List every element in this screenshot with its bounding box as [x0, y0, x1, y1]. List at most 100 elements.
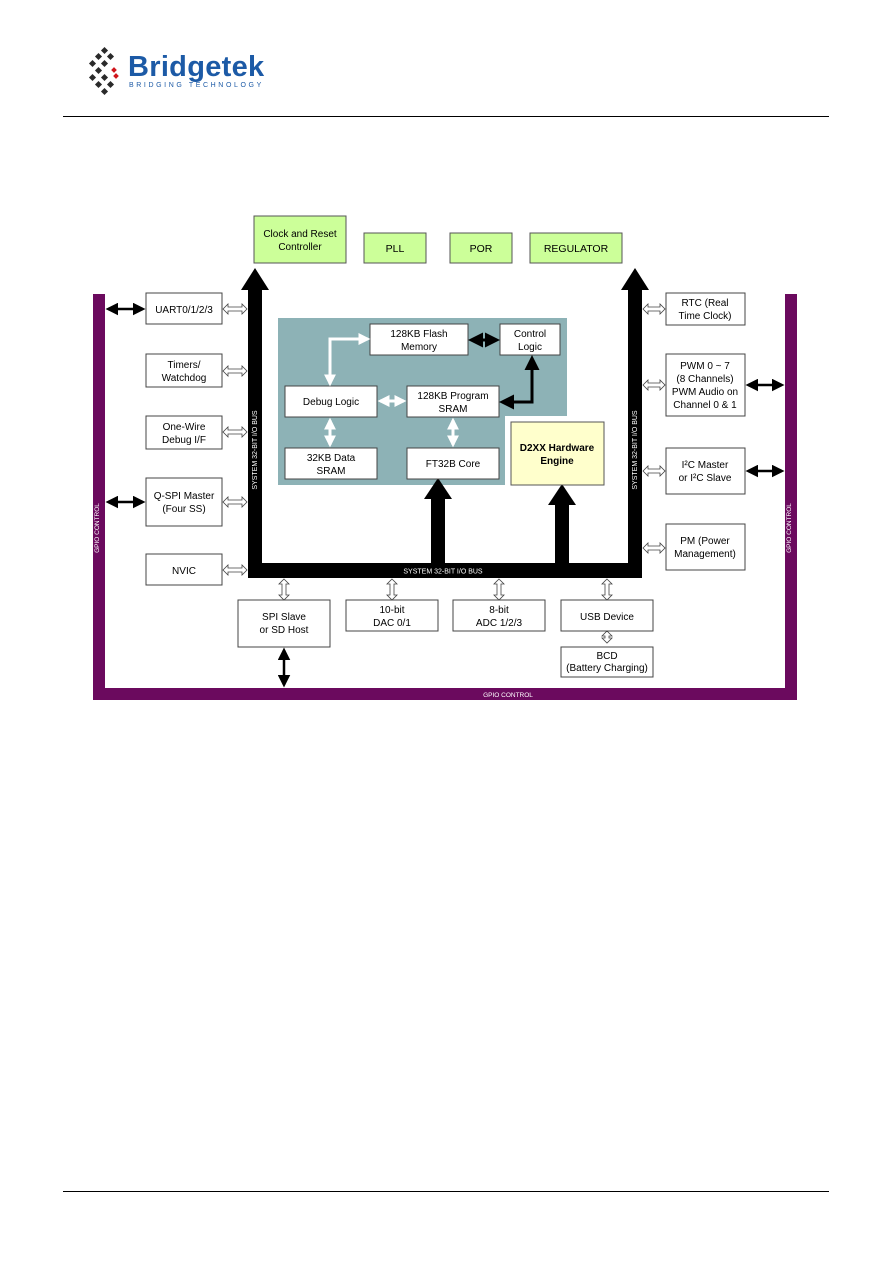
nvic-block [145, 553, 223, 586]
gpio-bottom-bar [93, 688, 797, 700]
flash-label-1: 128KB Flash [390, 329, 447, 340]
gpio-right-bar [785, 294, 797, 700]
d2xx-label-2: Engine [540, 456, 574, 467]
rtc-block [665, 292, 746, 326]
bus-core-link [431, 497, 445, 565]
timers-bus-arrow [222, 365, 248, 377]
right-bus-links [642, 303, 666, 554]
rtc-label-2: Time Clock) [679, 311, 732, 322]
timers-label-1: Timers/ [168, 360, 201, 371]
onewire-bus-arrow [222, 426, 248, 438]
bus-horizontal-label: SYSTEM 32-BIT I/O BUS [403, 569, 483, 576]
bus-core-arrowhead [424, 478, 452, 499]
header-rule [63, 116, 829, 117]
usb-bus-arrow [601, 578, 613, 601]
adc-label-2: ADC 1/2/3 [476, 618, 523, 629]
spi-label-2: or SD Host [260, 625, 309, 636]
program-control-arrow [499, 355, 540, 410]
timers-block [145, 353, 223, 388]
rtc-label-1: RTC (Real [681, 298, 728, 309]
pwm-label-4: Channel 0 & 1 [673, 400, 737, 411]
footer-rule [63, 1191, 829, 1192]
logo-mark-icon [88, 46, 119, 96]
bus-right-vertical [628, 288, 642, 578]
logo-tagline: BRIDGING TECHNOLOGY [129, 82, 264, 89]
dac-label-1: 10-bit [379, 605, 404, 616]
gpio-right-label: GPIO CONTROL [786, 503, 793, 553]
bus-left-label: SYSTEM 32-BIT I/O BUS [252, 410, 259, 490]
bottom-bus-links [278, 578, 613, 644]
data-sram-block [284, 447, 378, 480]
flash-block [369, 323, 469, 356]
clock-reset-label-1: Clock and Reset [263, 229, 337, 240]
data-sram-label-2: SRAM [317, 466, 346, 477]
bus-right-arrowhead [621, 268, 649, 290]
bus-d2xx-arrowhead [548, 484, 576, 505]
adc-bus-arrow [493, 578, 505, 601]
pwm-bus-arrow [642, 379, 666, 391]
pm-block [665, 523, 746, 571]
ft32b-core-label: FT32B Core [426, 459, 481, 470]
flash-label-2: Memory [401, 342, 437, 353]
d2xx-label-1: D2XX Hardware [520, 443, 595, 454]
pwm-block [665, 353, 746, 417]
core-connections [324, 332, 540, 448]
control-label-1: Control [514, 329, 546, 340]
qspi-block [145, 477, 223, 527]
qspi-label-1: Q-SPI Master [154, 491, 215, 502]
uart-block [145, 292, 223, 325]
rtc-bus-arrow [642, 303, 666, 315]
uart-bus-arrow [222, 303, 248, 315]
qspi-label-2: (Four SS) [162, 504, 205, 515]
i2c-label-2: or I²C Slave [679, 473, 732, 484]
data-sram-label-1: 32KB Data [307, 453, 356, 464]
i2c-bus-arrow [642, 465, 666, 477]
bridgetek-logo: Bridgetek BRIDGING TECHNOLOGY [88, 44, 268, 100]
onewire-block [145, 415, 223, 450]
nvic-bus-arrow [222, 564, 248, 576]
gpio-links [105, 302, 785, 688]
debug-flash-arrow [324, 333, 371, 387]
onewire-label-2: Debug I/F [162, 435, 206, 446]
program-sram-label-2: SRAM [439, 404, 468, 415]
uart-label: UART0/1/2/3 [155, 305, 213, 316]
gpio-bottom-label: GPIO CONTROL [483, 692, 533, 699]
usb-block [560, 599, 654, 632]
ft32b-core-block [406, 447, 500, 480]
bcd-block [560, 646, 654, 678]
bcd-label-2: (Battery Charging) [566, 663, 648, 674]
pll-label: PLL [386, 243, 405, 255]
regulator-label: REGULATOR [544, 243, 609, 255]
spi-block [237, 599, 331, 648]
usb-label: USB Device [580, 612, 634, 623]
i2c-block [665, 447, 746, 495]
control-label-2: Logic [518, 342, 542, 353]
pwm-label-3: PWM Audio on [672, 387, 738, 398]
regulator-block: REGULATOR [529, 232, 623, 264]
d2xx-block [510, 421, 605, 486]
onewire-label-1: One-Wire [163, 422, 206, 433]
spi-bus-arrow [278, 578, 290, 601]
dac-block [345, 599, 439, 632]
bus-left-vertical [248, 288, 262, 578]
pll-block: PLL [363, 232, 427, 264]
adc-label-1: 8-bit [489, 605, 509, 616]
bus-d2xx-link [555, 503, 569, 565]
clock-reset-label-2: Controller [278, 242, 322, 253]
system-bus [241, 268, 649, 578]
bus-left-arrowhead [241, 268, 269, 290]
program-sram-block [406, 385, 500, 418]
timers-label-2: Watchdog [162, 373, 207, 384]
bus-horizontal [248, 563, 642, 578]
spi-label-1: SPI Slave [262, 612, 306, 623]
nvic-label: NVIC [172, 566, 196, 577]
pm-bus-arrow [642, 542, 666, 554]
por-label: POR [470, 243, 493, 255]
clock-reset-block: Clock and Reset Controller [253, 215, 347, 264]
pm-label-2: Management) [674, 549, 736, 560]
gpio-left-bar [93, 294, 105, 700]
left-bus-links [222, 303, 248, 576]
qspi-bus-arrow [222, 496, 248, 508]
usb-bcd-arrow [601, 630, 613, 644]
